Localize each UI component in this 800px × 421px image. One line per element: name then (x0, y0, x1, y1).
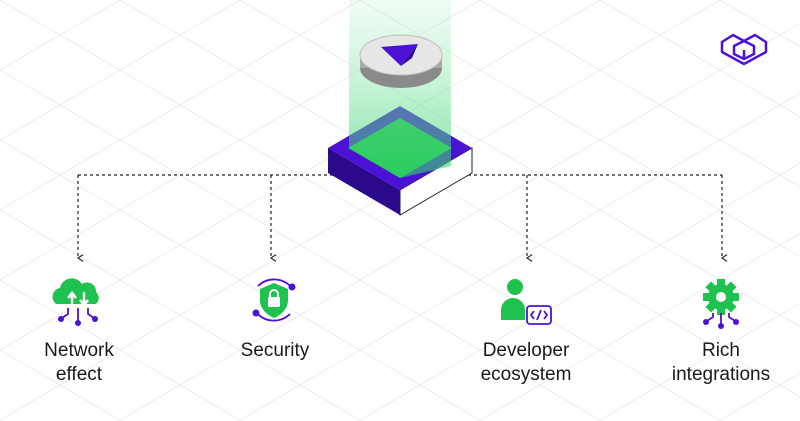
label-line: ecosystem (480, 364, 572, 385)
light-beam (349, 0, 451, 178)
gear-network-icon (703, 279, 739, 329)
shield-lock-icon (252, 278, 296, 322)
label-line: Developer (482, 340, 570, 361)
label-line: Rich (701, 340, 740, 361)
label-line: Security (240, 340, 310, 361)
ether-coin-icon (359, 34, 443, 88)
feature-label-network-effect: Network effect (0, 339, 169, 387)
feature-label-rich-integrations: Rich integrations (631, 339, 800, 387)
feature-label-developer-ecosystem: Developer ecosystem (436, 339, 616, 387)
feature-label-security: Security (185, 339, 365, 363)
connector-lines (78, 174, 722, 258)
developer-code-icon (501, 279, 552, 325)
cloud-network-icon (52, 278, 99, 326)
label-line: integrations (671, 364, 771, 385)
brand-logo (720, 33, 768, 66)
label-line: Network (44, 340, 114, 361)
label-line: effect (55, 364, 103, 385)
